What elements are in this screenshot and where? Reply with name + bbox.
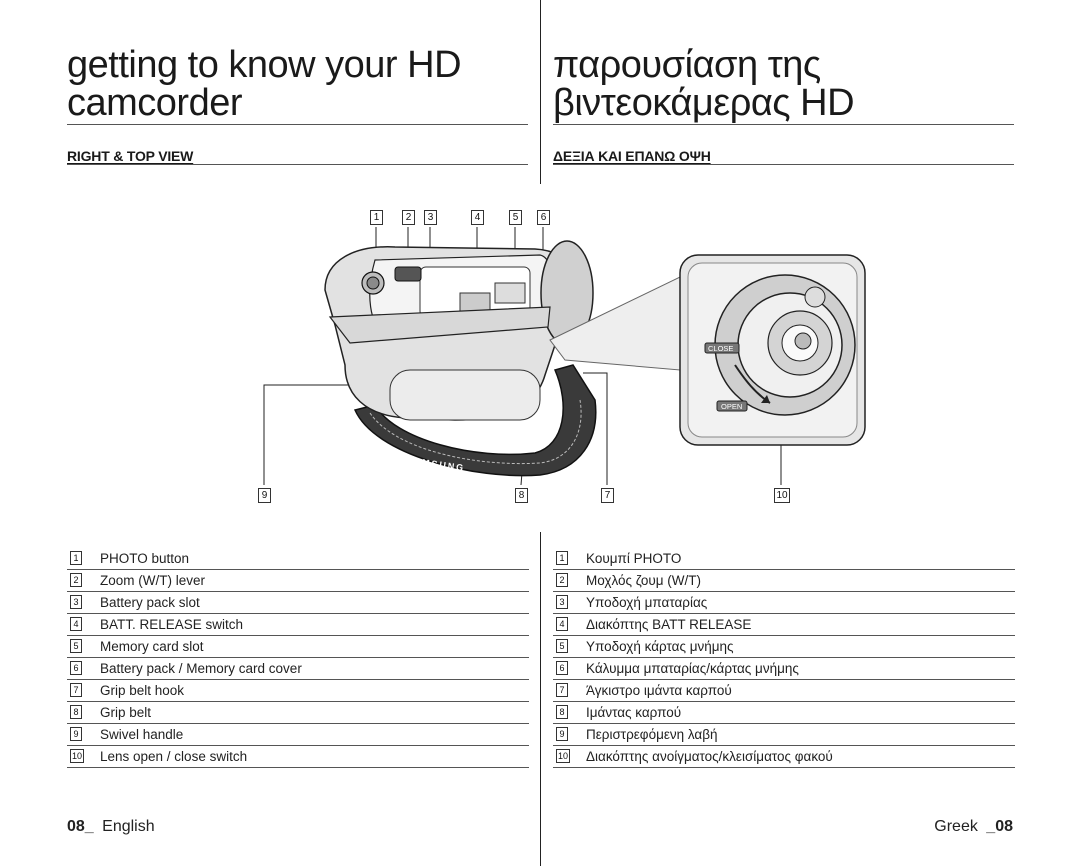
item-number: 4: [70, 617, 82, 631]
item-number: 3: [70, 595, 82, 609]
callout-9: 9: [258, 488, 271, 503]
page-title-greek: παρουσίαση της βιντεοκάμερας HD: [553, 44, 855, 124]
title-rule-left: [67, 124, 528, 125]
item-number: 10: [70, 749, 84, 763]
list-item: 7 Grip belt hook: [67, 680, 529, 702]
callout-1: 1: [370, 210, 383, 225]
language-label: Greek: [934, 818, 978, 835]
center-divider-bottom: [540, 532, 541, 866]
list-item: 4 Διακόπτης BATT RELEASE: [553, 614, 1015, 636]
list-item: 10 Lens open / close switch: [67, 746, 529, 768]
item-label: Περιστρεφόμενη λαβή: [586, 727, 718, 742]
item-number: 8: [70, 705, 82, 719]
item-label: Διακόπτης ανοίγματος/κλεισίματος φακού: [586, 749, 833, 764]
list-item: 3 Υποδοχή μπαταρίας: [553, 592, 1015, 614]
item-number: 2: [556, 573, 568, 587]
section-rule-left: [67, 164, 528, 165]
item-label: Κουμπί PHOTO: [586, 551, 682, 566]
item-label: Grip belt: [100, 705, 152, 720]
item-number: 4: [556, 617, 568, 631]
callout-2: 2: [402, 210, 415, 225]
callout-6: 6: [537, 210, 550, 225]
camcorder-drawing: SAMSUNG CLOSE OPEN: [263, 227, 866, 486]
item-label: Κάλυμμα μπαταρίας/κάρτας μνήμης: [586, 661, 799, 676]
item-number: 7: [556, 683, 568, 697]
item-label: Zoom (W/T) lever: [100, 573, 206, 588]
item-number: 5: [70, 639, 82, 653]
callout-5: 5: [509, 210, 522, 225]
item-label: PHOTO button: [100, 551, 190, 566]
item-number: 6: [70, 661, 82, 675]
item-number: 8: [556, 705, 568, 719]
item-label: Memory card slot: [100, 639, 204, 654]
list-item: 1 Κουμπί PHOTO: [553, 548, 1015, 570]
item-label: Swivel handle: [100, 727, 184, 742]
callout-8: 8: [515, 488, 528, 503]
item-number: 10: [556, 749, 570, 763]
list-item: 7 Άγκιστρο ιμάντα καρπού: [553, 680, 1015, 702]
item-label: Διακόπτης BATT RELEASE: [586, 617, 752, 632]
section-heading-greek: ΔΕΞΙΑ ΚΑΙ ΕΠΑΝΩ ΟΨΗ: [553, 148, 711, 164]
item-label: Υποδοχή κάρτας μνήμης: [586, 639, 734, 654]
item-label: Μοχλός ζουμ (W/T): [586, 573, 701, 588]
item-label: Grip belt hook: [100, 683, 185, 698]
callout-4: 4: [471, 210, 484, 225]
item-number: 7: [70, 683, 82, 697]
list-item: 4 BATT. RELEASE switch: [67, 614, 529, 636]
item-label: BATT. RELEASE switch: [100, 617, 244, 632]
item-label: Ιμάντας καρπού: [586, 705, 682, 720]
item-number: 9: [70, 727, 82, 741]
list-item: 9 Swivel handle: [67, 724, 529, 746]
list-item: 8 Grip belt: [67, 702, 529, 724]
item-number: 9: [556, 727, 568, 741]
page-number: 08_: [67, 818, 94, 835]
list-item: 8 Ιμάντας καρπού: [553, 702, 1015, 724]
list-item: 6 Κάλυμμα μπαταρίας/κάρτας μνήμης: [553, 658, 1015, 680]
list-item: 10 Διακόπτης ανοίγματος/κλεισίματος φακού: [553, 746, 1015, 768]
page-number: _08: [986, 818, 1013, 835]
callout-10: 10: [774, 488, 790, 503]
item-number: 1: [556, 551, 568, 565]
item-label: Υποδοχή μπαταρίας: [586, 595, 708, 610]
item-label: Άγκιστρο ιμάντα καρπού: [586, 683, 732, 698]
item-number: 6: [556, 661, 568, 675]
item-label: Lens open / close switch: [100, 749, 248, 764]
list-item: 2 Zoom (W/T) lever: [67, 570, 529, 592]
list-item: 9 Περιστρεφόμενη λαβή: [553, 724, 1015, 746]
page-title-english: getting to know your HD camcorder: [67, 44, 462, 124]
list-item: 1 PHOTO button: [67, 548, 529, 570]
item-number: 3: [556, 595, 568, 609]
title-rule-right: [553, 124, 1014, 125]
item-number: 1: [70, 551, 82, 565]
section-heading-english: RIGHT & TOP VIEW: [67, 148, 194, 164]
center-divider-top: [540, 0, 541, 184]
language-label: English: [102, 818, 155, 835]
item-number: 5: [556, 639, 568, 653]
item-number: 2: [70, 573, 82, 587]
footer-english: 08_ English: [67, 818, 155, 836]
section-rule-right: [553, 164, 1014, 165]
footer-greek: Greek _08: [934, 818, 1013, 836]
item-label: Battery pack / Memory card cover: [100, 661, 302, 676]
inset-label-close: CLOSE: [708, 344, 733, 353]
callout-7: 7: [601, 488, 614, 503]
list-item: 6 Battery pack / Memory card cover: [67, 658, 529, 680]
list-item: 5 Memory card slot: [67, 636, 529, 658]
list-item: 5 Υποδοχή κάρτας μνήμης: [553, 636, 1015, 658]
callout-3: 3: [424, 210, 437, 225]
camcorder-illustration: SAMSUNG CLOSE OPEN 1: [255, 205, 875, 515]
list-item: 3 Battery pack slot: [67, 592, 529, 614]
list-item: 2 Μοχλός ζουμ (W/T): [553, 570, 1015, 592]
item-label: Battery pack slot: [100, 595, 200, 610]
inset-label-open: OPEN: [721, 402, 742, 411]
